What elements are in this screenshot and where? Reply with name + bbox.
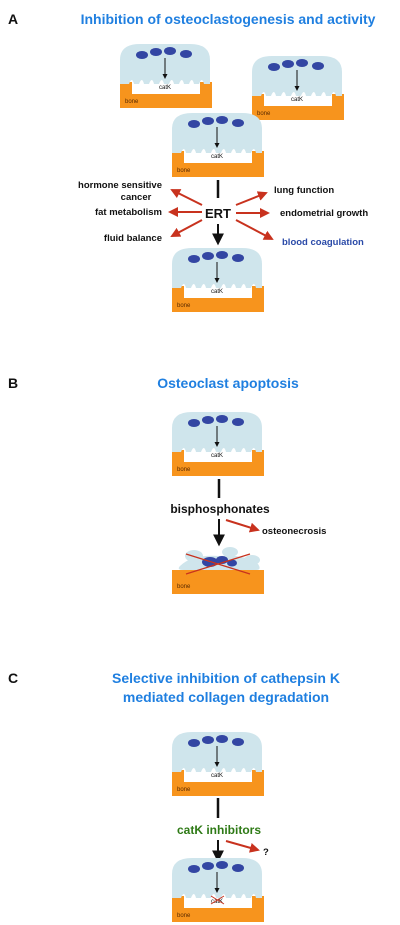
effect-blood-coagulation: blood coagulation (282, 237, 364, 248)
bone-label: bone (177, 303, 191, 309)
panel-c-title-line2: mediated collagen degradation (123, 689, 329, 705)
panel-a-title: Inhibition of osteoclastogenesis and act… (81, 11, 376, 27)
osteoclast-a1: catK bone (120, 44, 212, 108)
cross-mark (185, 553, 251, 575)
effect-hormone-cancer-line1: hormone sensitive (78, 180, 162, 191)
drug-bisphosphonates-label: bisphosphonates (170, 502, 270, 516)
bone-label: bone (125, 99, 139, 105)
bone-label: bone (257, 111, 271, 117)
effect-fluid-balance: fluid balance (104, 233, 162, 244)
osteoclast-cell-body (172, 732, 262, 772)
panel-c-letter: C (8, 670, 18, 686)
effect-fat-metabolism: fat metabolism (95, 207, 162, 218)
panel-c-title-line1: Selective inhibition of cathepsin K (112, 670, 340, 686)
osteoclast-cell-body (172, 248, 262, 288)
catk-label: catK (211, 773, 223, 779)
panel-b: B Osteoclast apoptosis catK bone bisphos… (8, 375, 326, 594)
catk-label: catK (159, 85, 171, 91)
osteoclast-cell-body (252, 56, 342, 96)
panel-a-letter: A (8, 11, 18, 27)
drug-catk-inhibitors-label: catK inhibitors (177, 823, 261, 837)
osteoclast-cell-body (172, 113, 262, 153)
bone-label: bone (177, 584, 191, 590)
osteoclast-a4: catK bone (172, 248, 264, 312)
catk-label: catK (211, 289, 223, 295)
panel-b-letter: B (8, 375, 18, 391)
side-effect-arrow (235, 219, 274, 240)
side-effect-arrow (225, 840, 260, 853)
panel-c: C Selective inhibition of cathepsin K me… (8, 670, 340, 922)
cross-mark (210, 895, 225, 905)
bone-label: bone (177, 913, 191, 919)
osteoclast-cell-body (172, 858, 262, 898)
panel-a: A Inhibition of osteoclastogenesis and a… (8, 11, 376, 312)
osteoclast-cell-body (120, 44, 210, 84)
panel-b-title: Osteoclast apoptosis (157, 375, 299, 391)
side-effect-arrow (170, 219, 203, 237)
bone-label: bone (177, 467, 191, 473)
osteoclast-a2: catK bone (252, 56, 344, 120)
bone-label: bone (177, 168, 191, 174)
effect-lung-function: lung function (274, 185, 334, 196)
catk-label: catK (211, 154, 223, 160)
bone-label: bone (177, 787, 191, 793)
drug-ert-label: ERT (205, 206, 231, 221)
effect-unknown: ? (263, 847, 269, 858)
osteoclast-cell-body (172, 412, 262, 452)
effect-osteonecrosis: osteonecrosis (262, 526, 326, 537)
side-effect-arrow (170, 189, 203, 206)
osteoclast-b1: catK bone (172, 412, 264, 476)
osteoclast-a3: catK bone (172, 113, 264, 177)
apoptotic-osteoclast: bone (172, 547, 264, 594)
side-effect-arrow (235, 191, 268, 206)
catk-label: catK (291, 97, 303, 103)
effect-hormone-cancer-line2: cancer (121, 192, 152, 203)
catk-label: catK (211, 453, 223, 459)
osteoclast-c1: catK bone (172, 732, 264, 796)
side-effect-arrow (225, 519, 260, 533)
bone-shape (172, 570, 264, 594)
catk-label: catK (211, 899, 223, 905)
apoptotic-cell-body (178, 547, 260, 570)
osteoclast-c2: catK bone (172, 858, 264, 922)
effect-endometrial-growth: endometrial growth (280, 208, 368, 219)
